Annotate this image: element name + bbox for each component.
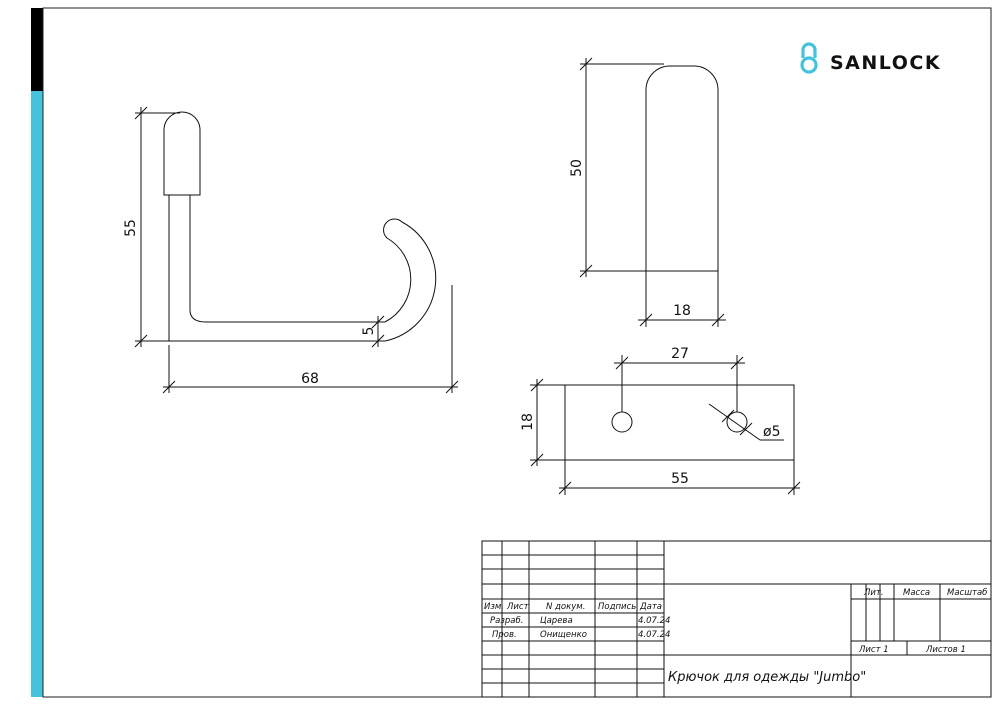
tb-row-date: 4.07.24 bbox=[638, 616, 670, 626]
tb-row-name: Царева bbox=[540, 616, 573, 626]
tb-header-date: Дата bbox=[639, 602, 662, 612]
plate-length-label: 55 bbox=[671, 471, 689, 487]
side-thickness-label: 5 bbox=[361, 327, 377, 336]
tb-row-date: 4.07.24 bbox=[638, 630, 670, 640]
side-length-label: 68 bbox=[301, 371, 319, 387]
tb-header-doc: N докум. bbox=[546, 602, 585, 612]
strip-black bbox=[31, 8, 43, 91]
side-height-label: 55 bbox=[123, 219, 139, 237]
padlock-icon bbox=[800, 42, 818, 74]
tb-mass-label: Масса bbox=[903, 588, 930, 598]
mounting-hole-left bbox=[611, 411, 633, 433]
front-height-label: 50 bbox=[569, 159, 585, 177]
drawing-border bbox=[42, 7, 992, 698]
front-width-label: 18 bbox=[673, 303, 691, 319]
tb-header-list: Лист bbox=[506, 602, 530, 612]
plate-dimensions bbox=[530, 355, 801, 495]
brand-logo: SANLOCK bbox=[800, 42, 941, 74]
plate-spacing-label: 27 bbox=[671, 346, 689, 362]
tb-sheets-label: Листов 1 bbox=[925, 645, 966, 655]
front-dimensions bbox=[579, 57, 726, 327]
side-view bbox=[163, 111, 437, 342]
plate-hole-diameter-label: ø5 bbox=[763, 424, 780, 440]
tb-row-role: Разраб. bbox=[490, 616, 523, 626]
title-block-text: Изм. Лист N докум. Подпись Дата Разраб. … bbox=[484, 588, 987, 685]
plate-height-label: 18 bbox=[520, 413, 536, 431]
plate-view bbox=[564, 384, 795, 461]
tb-row-name: Онищенко bbox=[540, 630, 587, 640]
brand-name: SANLOCK bbox=[830, 52, 941, 74]
tb-sheet-label: Лист 1 bbox=[858, 645, 889, 655]
front-view bbox=[645, 65, 719, 272]
tb-lit-label: Лит. bbox=[863, 588, 884, 598]
title-block bbox=[481, 540, 992, 698]
strip-accent bbox=[31, 91, 43, 697]
tb-header-sign: Подпись bbox=[598, 602, 636, 612]
side-dimensions bbox=[134, 106, 459, 394]
tb-header-izm: Изм. bbox=[484, 602, 504, 612]
tb-scale-label: Масштаб bbox=[947, 588, 987, 598]
tb-row-role: Пров. bbox=[492, 630, 517, 640]
tb-drawing-title: Крючок для одежды "Jumbo" bbox=[668, 670, 866, 685]
